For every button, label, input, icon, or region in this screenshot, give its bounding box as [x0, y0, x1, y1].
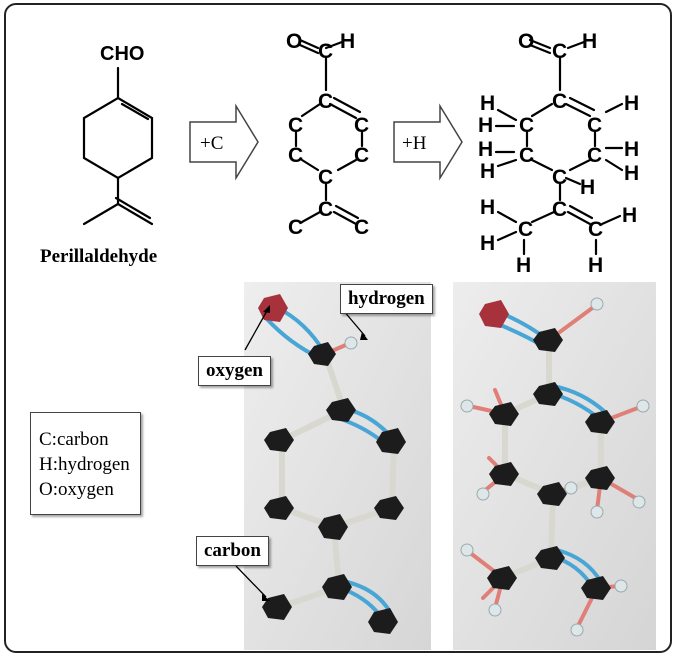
atom-O: O — [518, 30, 534, 53]
atom-H: H — [588, 254, 603, 277]
atom-H: H — [480, 92, 495, 115]
photo-full-molecule-model — [453, 282, 656, 650]
figure-frame — [4, 3, 672, 653]
full-molecule-model — [453, 282, 656, 650]
hydrogen-ball — [632, 495, 646, 509]
carbon-atom-model — [376, 428, 406, 454]
carbon-atom-model — [308, 342, 336, 366]
atom-C: C — [587, 144, 602, 167]
hydrogen-ball — [460, 543, 474, 557]
carbon-atom-model — [533, 328, 563, 352]
hydrogen-ball — [590, 297, 604, 311]
atom-C: C — [552, 40, 567, 63]
atom-H: H — [580, 176, 595, 199]
atom-H: H — [516, 254, 531, 277]
molecule-name: Perillaldehyde — [40, 246, 157, 267]
carbon-atom-model — [489, 462, 519, 486]
carbon-atom-model — [581, 576, 611, 600]
callout-oxygen: oxygen — [198, 356, 271, 386]
carbon-atom-model — [535, 546, 565, 570]
oxygen-atom-model — [258, 294, 288, 322]
add-carbon-label: +C — [200, 133, 223, 154]
carbon-atom-model — [262, 594, 292, 620]
atom-C: C — [318, 40, 333, 63]
hydrogen-ball — [614, 579, 628, 593]
carbon-atom-model — [533, 382, 563, 406]
hydrogen-ball — [460, 399, 474, 413]
atom-C: C — [552, 166, 567, 189]
carbon-skeleton-bonds — [294, 38, 364, 226]
carbon-atom-model — [487, 566, 517, 590]
atom-C: C — [318, 198, 333, 221]
atom-H: H — [480, 196, 495, 219]
atom-H: H — [624, 92, 639, 115]
aldehyde-group-label: CHO — [100, 43, 144, 65]
full-structure-bonds — [494, 38, 624, 256]
atom-C: C — [288, 216, 303, 239]
atom-C: C — [518, 218, 533, 241]
atom-H: H — [582, 30, 597, 53]
atom-C: C — [354, 144, 369, 167]
legend-oxygen: O:oxygen — [39, 479, 114, 500]
carbon-atom-model — [585, 410, 615, 434]
legend-carbon: C:carbon — [39, 429, 109, 450]
callout-hydrogen: hydrogen — [340, 284, 433, 314]
add-hydrogen-label: +H — [402, 133, 427, 154]
hydrogen-ball — [564, 481, 578, 495]
carbon-atom-model — [264, 496, 294, 520]
atom-C: C — [288, 144, 303, 167]
atom-H: H — [624, 138, 639, 161]
atom-H: H — [340, 30, 355, 53]
arrow-add-hydrogen: +H — [393, 103, 463, 181]
carbon-atom-model — [368, 608, 398, 634]
full-structure-atoms: O H C C C C C C C C C C H H H H H H H H … — [478, 30, 639, 277]
carbon-skeleton-atoms: O H C C C C C C C C C C — [286, 30, 369, 239]
atom-H: H — [624, 162, 639, 185]
hydrogen-ball — [488, 603, 502, 617]
atom-C: C — [588, 218, 603, 241]
carbon-atom-model — [264, 428, 294, 452]
atom-H: H — [622, 204, 637, 227]
hydrogen-ball — [476, 487, 490, 501]
hydrogen-ball — [570, 623, 584, 637]
hydrogen-ball — [344, 336, 358, 350]
skeletal-formula — [82, 66, 154, 226]
carbon-atom-model — [374, 496, 404, 520]
legend-hydrogen: H:hydrogen — [39, 454, 130, 475]
carbon-atom-model — [537, 482, 567, 506]
atom-H: H — [480, 232, 495, 255]
hydrogen-ball — [590, 505, 604, 519]
atom-C: C — [288, 114, 303, 137]
oxygen-atom-model — [479, 300, 509, 328]
atom-C: C — [519, 114, 534, 137]
legend: C:carbon H:hydrogen O:oxygen — [30, 412, 141, 515]
atom-C: C — [552, 90, 567, 113]
carbon-skeleton-model — [244, 282, 431, 650]
carbon-atom-model — [585, 466, 615, 490]
atom-C: C — [519, 144, 534, 167]
atom-O: O — [286, 30, 302, 53]
callout-carbon: carbon — [196, 536, 269, 566]
arrow-add-carbon: +C — [189, 103, 259, 181]
carbon-atom-model — [489, 402, 519, 426]
atom-C: C — [354, 114, 369, 137]
hydrogen-ball — [636, 399, 650, 413]
atom-H: H — [478, 114, 493, 137]
callout-arrowheads — [262, 305, 368, 601]
atom-H: H — [478, 138, 493, 161]
callout-pointers — [235, 308, 366, 598]
carbon-atom-model — [318, 514, 348, 540]
carbon-atom-model — [326, 398, 356, 422]
atom-H: H — [480, 160, 495, 183]
photo-carbon-skeleton-model — [244, 282, 431, 650]
atom-C: C — [552, 198, 567, 221]
atom-C: C — [354, 216, 369, 239]
atom-C: C — [587, 114, 602, 137]
atom-C: C — [318, 90, 333, 113]
carbon-atom-model — [322, 574, 352, 600]
atom-C: C — [318, 166, 333, 189]
